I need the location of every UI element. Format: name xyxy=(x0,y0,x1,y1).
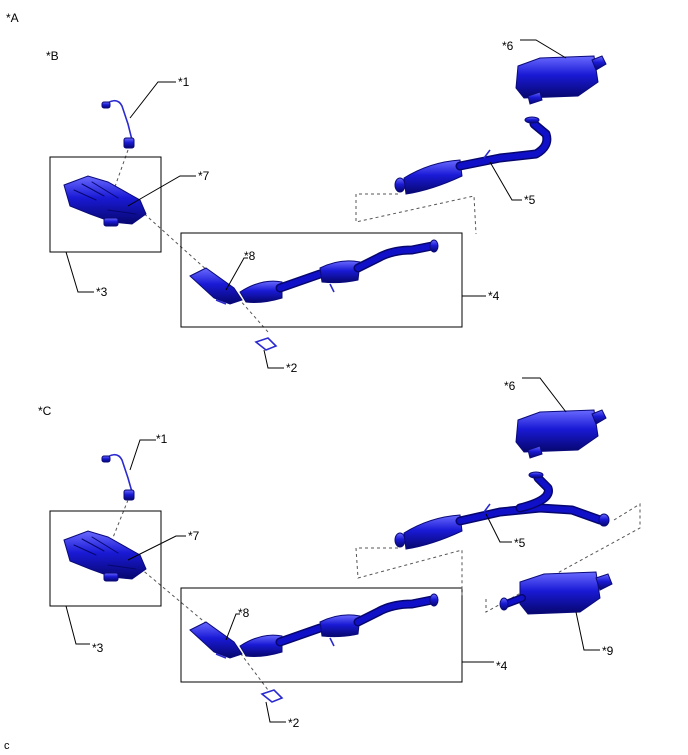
exhaust-manifold-icon xyxy=(63,175,147,227)
oxygen-sensor-icon xyxy=(101,99,135,149)
callout-8-leader xyxy=(225,257,248,291)
section-c: *C *1 *7 *3 xyxy=(38,377,641,730)
callout-2: *2 xyxy=(286,361,298,375)
manifold-box xyxy=(49,510,162,607)
muffler-icon xyxy=(515,55,607,105)
callout-7: *7 xyxy=(198,169,210,183)
section-c-label: *C xyxy=(38,404,52,418)
callout-5-leader xyxy=(485,513,512,543)
section-b-label: *B xyxy=(46,49,59,63)
callout-2-leader xyxy=(263,349,284,369)
callout-5-leader xyxy=(489,161,522,201)
callout-6-leader xyxy=(520,39,567,59)
center-pipe-guide xyxy=(355,193,477,235)
figure-code: c xyxy=(4,740,10,752)
callout-6: *6 xyxy=(502,39,514,53)
callout-2: *2 xyxy=(288,716,300,730)
assembly-guide-line xyxy=(111,149,269,333)
front-pipe-box xyxy=(180,232,463,328)
view-a-label: *A xyxy=(6,11,19,25)
callout-7-leader xyxy=(127,175,196,207)
center-pipe-guide xyxy=(355,547,463,596)
manifold-box xyxy=(49,156,162,253)
section-b: *B *1 *7 *3 xyxy=(46,39,607,375)
callout-9-leader xyxy=(575,611,600,651)
front-pipe-icon xyxy=(189,239,439,305)
gasket-icon xyxy=(260,689,284,703)
exhaust-manifold-icon xyxy=(63,530,147,582)
center-pipe-icon xyxy=(394,471,610,550)
callout-4: *4 xyxy=(496,659,508,673)
callout-3: *3 xyxy=(96,285,108,299)
muffler-icon xyxy=(499,571,613,615)
callout-5: *5 xyxy=(524,193,536,207)
callout-6-leader xyxy=(522,377,567,413)
front-pipe-box xyxy=(180,587,463,683)
callout-8: *8 xyxy=(244,249,256,263)
gasket-icon xyxy=(254,337,278,351)
callout-1: *1 xyxy=(156,432,168,446)
oxygen-sensor-icon xyxy=(101,453,135,501)
callout-7-leader xyxy=(127,535,186,561)
callout-1-leader xyxy=(129,81,176,119)
rear-pipe-guide xyxy=(485,503,641,613)
callout-7: *7 xyxy=(188,529,200,543)
muffler-icon xyxy=(515,409,607,459)
callout-3-leader xyxy=(65,605,90,645)
callout-8: *8 xyxy=(238,606,250,620)
callout-5: *5 xyxy=(514,536,526,550)
callout-3: *3 xyxy=(92,641,104,655)
callout-2-leader xyxy=(265,701,286,723)
front-pipe-icon xyxy=(189,593,439,659)
callout-8-leader xyxy=(225,613,240,641)
center-pipe-icon xyxy=(394,116,552,195)
callout-3-leader xyxy=(65,251,94,293)
callout-4: *4 xyxy=(488,289,500,303)
callout-1: *1 xyxy=(178,75,190,89)
callout-1-leader xyxy=(129,439,156,471)
callout-6: *6 xyxy=(504,379,516,393)
callout-9: *9 xyxy=(602,644,614,658)
